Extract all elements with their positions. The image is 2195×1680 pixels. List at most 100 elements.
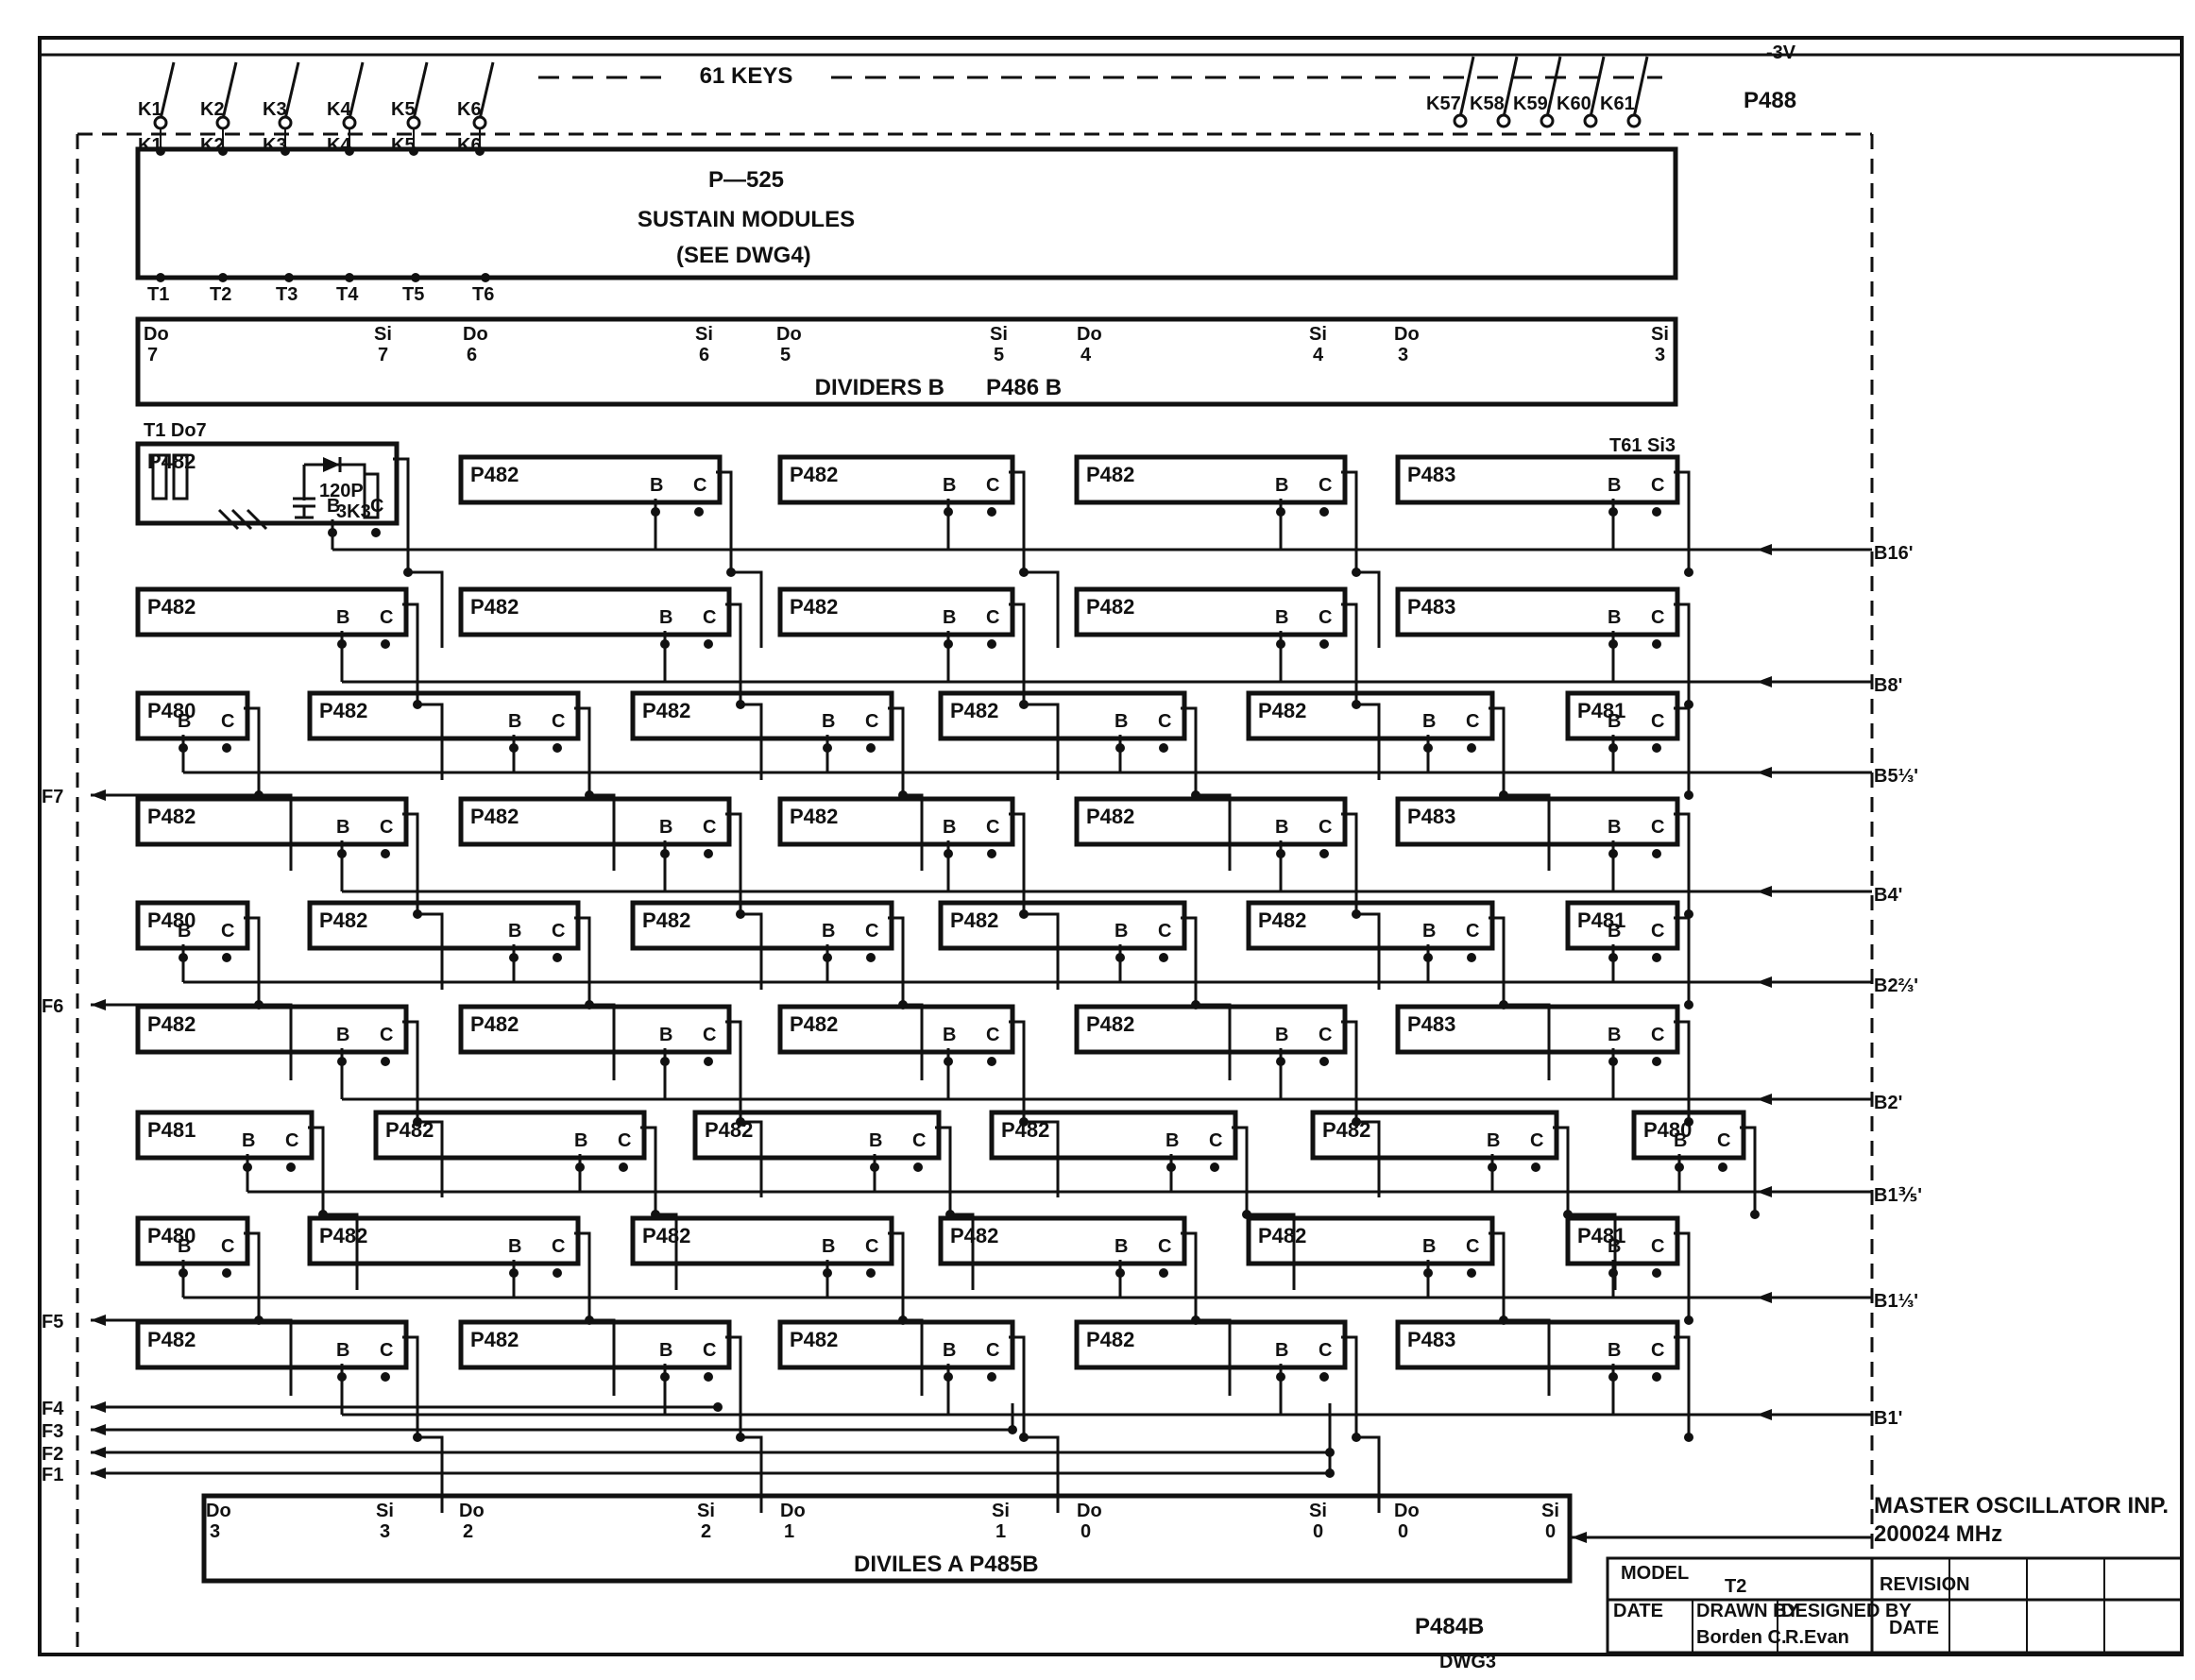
designed-by-signature: R.Evan — [1785, 1627, 1849, 1648]
pin-c-label: C — [1319, 1025, 1332, 1045]
sustain-output-dot-5 — [411, 273, 420, 282]
dividers-b-pin-name-10: Si — [1651, 324, 1669, 345]
cascade-wire — [903, 793, 924, 871]
module-label-r8-2: P482 — [319, 1224, 367, 1247]
module-label-r7-4: P482 — [1001, 1118, 1049, 1142]
dividers-a-pin-name-4: Si — [697, 1501, 715, 1521]
dividers-a-pin-name-6: Si — [992, 1501, 1010, 1521]
pin-c-dot — [553, 953, 562, 962]
pin-b-label: B — [178, 921, 191, 942]
sustain-output-dot-4 — [345, 273, 354, 282]
module-r9-1 — [135, 1319, 409, 1370]
cascade-junction — [1684, 1315, 1693, 1325]
cascade-wire — [903, 1003, 924, 1080]
pin-c-dot — [619, 1162, 628, 1172]
master-input-arrow-icon — [1572, 1532, 1587, 1543]
pin-c-dot — [1319, 1057, 1329, 1066]
sustain-output-label-2: T2 — [210, 284, 231, 305]
module-r5-6 — [1565, 900, 1680, 951]
module-label-r3-4: P482 — [950, 699, 998, 722]
module-label-r6-1: P482 — [147, 1012, 196, 1036]
module-output-wire — [1674, 602, 1691, 704]
dividers-b-pin-name-4: Si — [695, 324, 713, 345]
key-label-5: K5 — [391, 99, 416, 120]
pin-c-label: C — [1651, 475, 1664, 496]
bus-label-3: B5⅓' — [1874, 766, 1918, 787]
module-label-r9-2: P482 — [470, 1328, 519, 1351]
cascade-junction — [1684, 790, 1693, 800]
pin-c-dot — [1159, 953, 1168, 962]
pin-b-label: B — [1115, 711, 1128, 732]
module-output-wire — [888, 916, 905, 1005]
dividers-a-pin-num-6: 1 — [995, 1521, 1006, 1542]
module-r1-4 — [1074, 454, 1348, 505]
model-value: T2 — [1725, 1576, 1746, 1597]
module-r2-4 — [1074, 586, 1348, 637]
dividers-b-pin-name-5: Do — [776, 324, 802, 345]
pin-c-label: C — [703, 607, 716, 628]
pin-b-label: B — [1422, 1236, 1436, 1257]
dividers-a-label: DIVILES A P485B — [854, 1552, 1039, 1577]
module-label-r7-2: P482 — [385, 1118, 434, 1142]
output-arrow-icon — [91, 1401, 106, 1413]
key-switch-r5 — [1632, 56, 1649, 118]
module-output-wire — [725, 602, 742, 704]
module-output-wire — [1341, 1335, 1358, 1437]
sustain-output-dot-3 — [284, 273, 294, 282]
key-switch-4 — [348, 61, 365, 120]
cascade-wire — [1356, 570, 1381, 648]
module-output-wire — [1489, 1231, 1506, 1320]
module-r9-2 — [458, 1319, 732, 1370]
pin-c-dot — [866, 1268, 876, 1278]
module-output-wire — [1341, 470, 1358, 572]
module-output-wire — [1674, 1020, 1691, 1122]
pin-c-label: C — [865, 921, 878, 942]
cascade-wire — [589, 1318, 616, 1396]
sustain-output-dot-1 — [156, 273, 165, 282]
pin-c-dot — [1467, 1268, 1476, 1278]
pin-c-dot — [987, 639, 996, 649]
drawn-by-label: DRAWN BY — [1696, 1601, 1800, 1621]
pin-c-dot — [1210, 1162, 1219, 1172]
module-output-wire — [640, 1126, 657, 1214]
pin-c-label: C — [865, 711, 878, 732]
module-r5-3 — [630, 900, 894, 951]
pin-c-dot — [286, 1162, 296, 1172]
pin-c-label: C — [380, 817, 393, 838]
module-r3-4 — [938, 690, 1187, 741]
pin-c-label: C — [380, 1340, 393, 1361]
dividers-b-pin-num-1: 7 — [147, 345, 158, 365]
pin-c-dot — [704, 849, 713, 858]
pin-c-dot — [1467, 953, 1476, 962]
module-label-r4-3: P482 — [790, 805, 838, 828]
pin-c-label: C — [1319, 817, 1332, 838]
cascade-wire — [740, 1120, 763, 1197]
key-switch-r4 — [1589, 56, 1606, 118]
sustain-note: (SEE DWG4) — [676, 243, 811, 268]
bus-label-9: B1' — [1874, 1408, 1902, 1429]
module-output-wire — [1181, 1231, 1198, 1320]
bus-arrow-icon — [1757, 1094, 1772, 1105]
pin-b-label: B — [1166, 1130, 1179, 1151]
module-output-wire — [402, 602, 419, 704]
sustain-title: P—525 — [708, 167, 784, 193]
pin-c-label: C — [1466, 711, 1479, 732]
cascade-wire — [589, 793, 616, 871]
pin-b-label: B — [327, 496, 340, 517]
module-r7-2 — [373, 1110, 647, 1161]
module-output-wire — [1489, 706, 1506, 795]
pin-b-label: B — [1608, 607, 1621, 628]
module-output-wire — [725, 812, 742, 914]
dividers-b-pin-num-8: 4 — [1313, 345, 1324, 365]
module-r3-6 — [1565, 690, 1680, 741]
module-r2-1 — [135, 586, 409, 637]
pin-b-label: B — [336, 1025, 349, 1045]
pin-b-label: B — [1275, 1340, 1288, 1361]
pin-c-dot — [987, 1057, 996, 1066]
cascade-wire — [1024, 1120, 1060, 1197]
pin-c-label: C — [986, 475, 999, 496]
module-label-r4-4: P482 — [1086, 805, 1134, 828]
pin-c-label: C — [1319, 607, 1332, 628]
cascade-junction — [1750, 1210, 1760, 1219]
module-label-r2-4: P482 — [1086, 595, 1134, 619]
